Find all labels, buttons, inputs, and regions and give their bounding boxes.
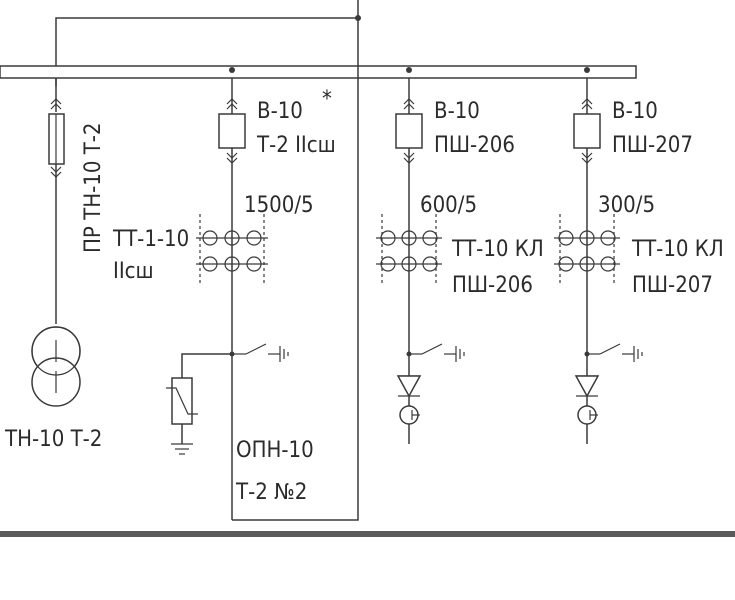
feeder1-arrester-symbol bbox=[166, 353, 232, 455]
feeder2-ct-ratio: 600/5 bbox=[420, 193, 477, 218]
feeder2-ct-symbol bbox=[376, 214, 442, 284]
feeder2-breaker-label: В-10 bbox=[434, 99, 480, 124]
feeder3-ct-symbol bbox=[554, 214, 620, 284]
feeder3-ct-ratio: 300/5 bbox=[598, 193, 655, 218]
feeder1-breaker-sublabel: Т-2 IIсш bbox=[256, 133, 336, 158]
bottom-divider bbox=[0, 531, 735, 537]
feeder1-ct-ratio: 1500/5 bbox=[244, 193, 314, 218]
feeder2-ct-label: ТТ-10 КЛ bbox=[451, 237, 544, 262]
feeder1-arrester-sublabel: Т-2 №2 bbox=[235, 480, 307, 505]
feeder2-earth-switch bbox=[406, 343, 465, 363]
feeder2-cable-end-icon bbox=[396, 375, 422, 425]
feeder1-arrester-label: ОПН-10 bbox=[236, 438, 314, 463]
feeder2-ct-sublabel: ПШ-206 bbox=[452, 273, 533, 298]
feeder3-earth-switch bbox=[584, 343, 643, 363]
feeder1-ct-symbol bbox=[196, 214, 268, 284]
feeder2-breaker-sublabel: ПШ-206 bbox=[434, 133, 515, 158]
feeder1-breaker-label: В-10 bbox=[257, 99, 303, 124]
feeder1-circuit bbox=[166, 18, 359, 521]
tn-transformer-label: ТН-10 Т-2 bbox=[4, 427, 102, 452]
busbar bbox=[0, 0, 637, 86]
feeder3-breaker-label: В-10 bbox=[612, 99, 658, 124]
feeder3-circuit bbox=[554, 67, 643, 444]
feeder3-cable-end-icon bbox=[574, 375, 600, 425]
feeder3-breaker-sublabel: ПШ-207 bbox=[612, 133, 693, 158]
feeder1-earth-switch bbox=[229, 343, 289, 363]
feeder1-star: * bbox=[322, 87, 332, 112]
feeder1-ct-sublabel: IIсш bbox=[113, 259, 154, 284]
feeder1-ct-label: ТТ-1-10 bbox=[112, 227, 189, 252]
tn-branch bbox=[31, 78, 81, 407]
feeder2-circuit bbox=[376, 67, 465, 444]
feeder3-ct-sublabel: ПШ-207 bbox=[632, 273, 713, 298]
tn-fuse-label: ПР ТН-10 Т-2 bbox=[81, 122, 106, 253]
feeder3-ct-label: ТТ-10 КЛ bbox=[631, 237, 724, 262]
